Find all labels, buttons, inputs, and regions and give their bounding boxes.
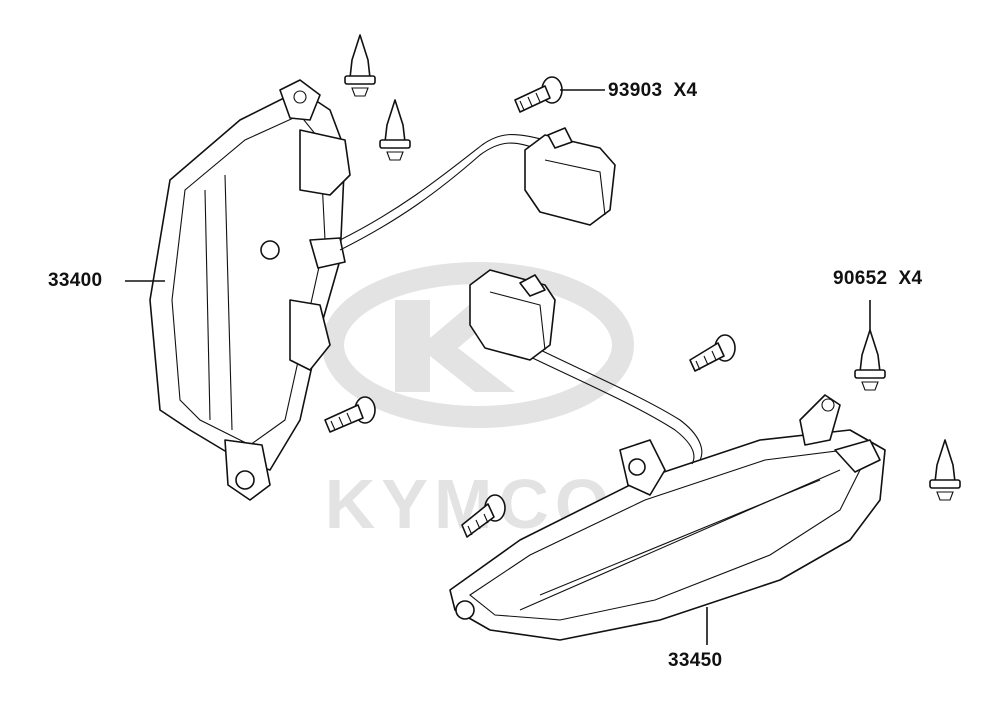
quantity: X4 <box>673 80 698 101</box>
rivet-4 <box>929 439 961 501</box>
part-number: 93903 <box>608 80 663 101</box>
screw-3 <box>689 334 736 372</box>
screw-1 <box>514 76 563 113</box>
callout-33400: 33400 <box>48 270 102 292</box>
left-wire-harness <box>339 127 616 251</box>
rivet-2 <box>379 99 411 161</box>
part-number: 33400 <box>48 270 103 291</box>
screws-93903 <box>324 76 736 538</box>
part-number: 90652 <box>833 268 888 289</box>
push-rivets-90652 <box>344 34 961 501</box>
rivet-1 <box>344 34 376 97</box>
left-turn-signal-33400 <box>149 79 351 501</box>
callout-33450: 33450 <box>668 650 722 672</box>
screw-4 <box>461 494 506 538</box>
leader-lines <box>125 89 871 645</box>
screw-2 <box>324 396 376 433</box>
quantity: X4 <box>898 268 923 289</box>
part-number: 33450 <box>668 650 723 671</box>
rivet-3 <box>854 329 886 391</box>
right-wire-harness <box>469 269 703 465</box>
callout-93903: 93903 X4 <box>608 80 697 102</box>
right-turn-signal-33450 <box>449 394 886 641</box>
callout-90652: 90652 X4 <box>833 268 922 290</box>
